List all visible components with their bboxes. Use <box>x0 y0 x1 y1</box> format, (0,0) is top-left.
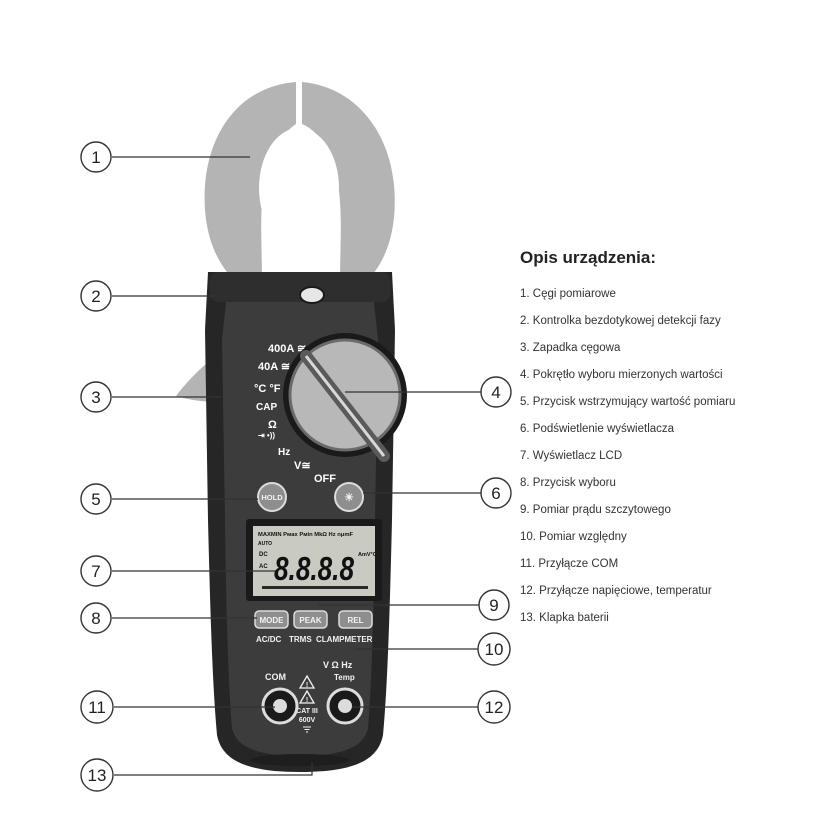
backlight-icon: ☀ <box>344 492 354 504</box>
legend-item: 13. Klapka baterii <box>520 612 609 624</box>
jaw-right <box>302 82 395 282</box>
battery-cover <box>250 754 350 766</box>
legend-item: 1. Cęgi pomiarowe <box>520 288 616 300</box>
svg-text:PEAK: PEAK <box>299 616 321 625</box>
lcd-right-units: AmV°C <box>358 552 377 558</box>
legend-item: 6. Podświetlenie wyświetlacza <box>520 423 675 435</box>
callout-11: 11 <box>80 690 275 724</box>
callout-4: 4 <box>345 376 512 408</box>
svg-text:2: 2 <box>91 287 100 306</box>
mode-button[interactable]: MODE <box>254 610 289 629</box>
rotary-dial[interactable] <box>283 333 407 462</box>
label-voltage: 600V <box>299 717 316 724</box>
lcd-ac: AC <box>259 564 268 570</box>
svg-text:12: 12 <box>485 698 504 717</box>
legend-title: Opis urządzenia: <box>520 248 657 267</box>
legend-item: 5. Przycisk wstrzymujący wartość pomiaru <box>520 396 736 408</box>
svg-text:9: 9 <box>489 596 498 615</box>
callout-13: 13 <box>80 758 313 792</box>
dial-label-off: OFF <box>314 473 336 485</box>
com-jack[interactable] <box>261 687 299 725</box>
voltage-jack[interactable] <box>326 687 364 725</box>
svg-text:MODE: MODE <box>260 616 285 625</box>
lcd-top-row: MAXMIN Pмax Pмin MkΩ Hz nμmF <box>258 532 353 538</box>
callout-5: 5 <box>80 483 258 515</box>
svg-text:11: 11 <box>88 698 106 717</box>
svg-text:3: 3 <box>91 388 100 407</box>
dial-label-40a: 40A ≅ <box>258 361 290 373</box>
svg-text:8: 8 <box>91 609 100 628</box>
body-top-band <box>210 272 390 302</box>
callout-10: 10 <box>355 632 511 666</box>
peak-button[interactable]: PEAK <box>293 610 328 629</box>
callout-7: 7 <box>80 555 275 587</box>
callout-2: 2 <box>80 280 300 312</box>
svg-text:5: 5 <box>91 490 100 509</box>
svg-text:HOLD: HOLD <box>261 493 283 502</box>
legend-list: 1. Cęgi pomiarowe 2. Kontrolka bezdotyko… <box>520 286 820 637</box>
svg-text:6: 6 <box>491 484 500 503</box>
callout-8: 8 <box>80 602 257 634</box>
legend-item: 4. Pokrętło wyboru mierzonych wartości <box>520 369 723 381</box>
legend-item: 3. Zapadka cęgowa <box>520 342 621 354</box>
svg-text:REL: REL <box>348 616 364 625</box>
svg-text:!: ! <box>306 682 308 689</box>
warning-icon: ! <box>298 674 316 689</box>
lcd-digits: 8.8.8.8 <box>274 550 355 587</box>
svg-text:!: ! <box>306 697 308 704</box>
legend-item: 11. Przyłącze COM <box>520 558 619 570</box>
backlight-button[interactable]: ☀ <box>334 482 364 512</box>
callout-9: 9 <box>318 589 510 621</box>
lcd-dc: DC <box>259 552 268 558</box>
label-acdc: AC/DC <box>256 635 282 644</box>
svg-text:10: 10 <box>485 640 504 659</box>
dial-label-volt: V≅ <box>294 460 311 472</box>
label-clampmeter: CLAMPMETER <box>316 635 373 644</box>
legend-item: 7. Wyświetlacz LCD <box>520 450 623 462</box>
legend-item: 10. Pomiar względny <box>520 531 627 543</box>
jaw-opening <box>259 128 339 248</box>
dial-label-temp: °C °F <box>254 383 281 395</box>
callout-6: 6 <box>363 477 512 509</box>
label-v-ohm-hz: V Ω Hz <box>323 660 353 670</box>
svg-text:1: 1 <box>91 148 100 167</box>
legend-item: 12. Przyłącze napięciowe, temperatur <box>520 585 712 597</box>
callout-1: 1 <box>80 141 250 173</box>
legend-item: 9. Pomiar prądu szczytowego <box>520 504 671 516</box>
lcd-auto: AUTO <box>258 541 272 547</box>
dial-label-hz: Hz <box>278 447 290 458</box>
dial-label-400a: 400A ≅ <box>268 343 306 355</box>
dial-label-ohm: Ω <box>268 419 277 431</box>
legend-item: 8. Przycisk wyboru <box>520 477 616 489</box>
label-trms: TRMS <box>289 635 312 644</box>
dial-pointer-highlight <box>304 355 386 457</box>
legend: Opis urządzenia: 1. Cęgi pomiarowe 2. Ko… <box>520 248 820 637</box>
warning-icon: ! <box>298 689 316 704</box>
callout-12: 12 <box>352 690 511 724</box>
legend-item: 2. Kontrolka bezdotykowej detekcji fazy <box>520 315 721 327</box>
svg-text:13: 13 <box>88 766 107 785</box>
jaw-left <box>204 82 296 282</box>
dial-label-diode: ⇥ •)) <box>258 431 275 440</box>
phase-detect-led <box>299 286 325 304</box>
lcd-screen <box>253 526 375 596</box>
callout-3: 3 <box>80 381 222 413</box>
label-cat: CAT III <box>296 708 318 715</box>
ground-icon <box>303 726 311 733</box>
dial-label-cap: CAP <box>256 402 277 413</box>
lcd-display: MAXMIN Pмax Pмin MkΩ Hz nμmF AUTO DC AC … <box>246 519 382 601</box>
dial-labels: 400A ≅ 40A ≅ °C °F CAP Ω ⇥ •)) Hz V≅ OFF <box>254 343 336 485</box>
label-temp: Temp <box>334 673 355 682</box>
lcd-bargraph <box>262 586 368 589</box>
label-com: COM <box>265 672 286 682</box>
svg-text:4: 4 <box>491 383 500 402</box>
rel-button[interactable]: REL <box>338 610 373 629</box>
svg-text:7: 7 <box>91 562 100 581</box>
hold-button[interactable]: HOLD <box>257 482 287 512</box>
